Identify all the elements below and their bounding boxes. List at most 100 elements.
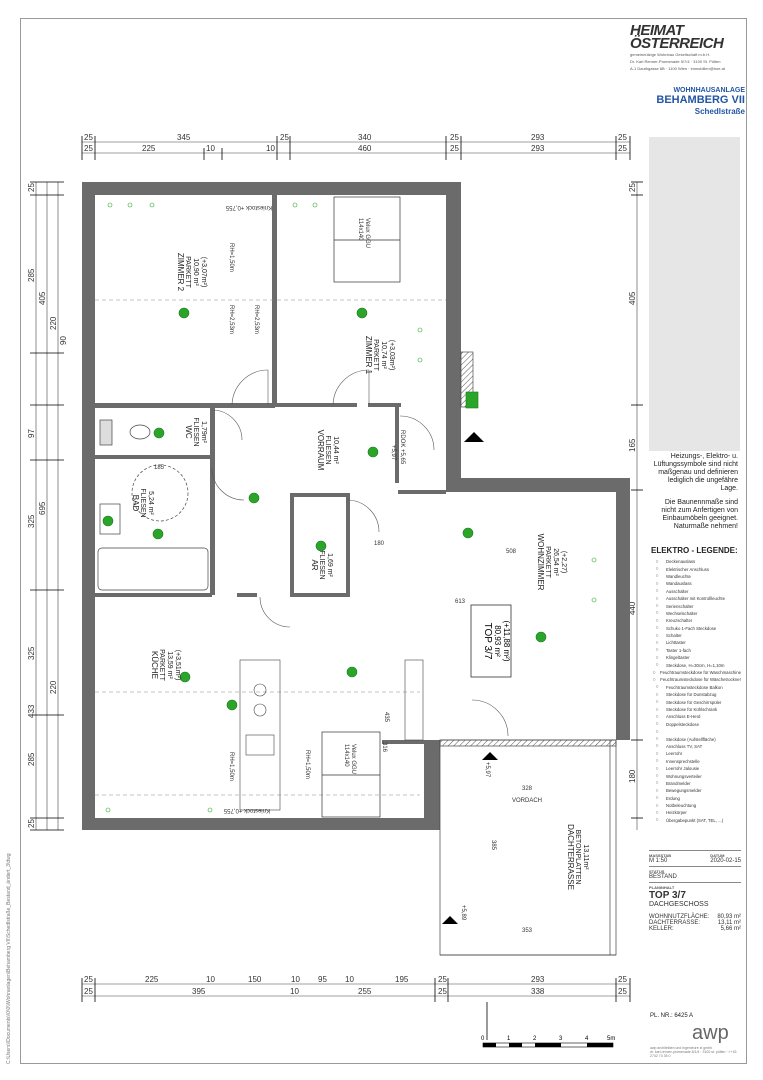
content-label: PLANINHALT — [649, 885, 675, 890]
rh-label-5: RH=1,50m — [304, 750, 310, 779]
velux-top-size: 114x140 — [357, 218, 363, 241]
rdok-label: RDOK +5,65 — [399, 430, 405, 465]
legend-symbol-icon: ○ — [655, 699, 659, 706]
legend-symbol-icon: ○ — [655, 758, 659, 765]
legend-label: Wandauslass — [666, 581, 692, 587]
date-value: 2020-02-15 — [710, 858, 741, 864]
dim-bot-2: 225 — [145, 975, 159, 984]
vorraum-floor: FLIESEN — [324, 435, 331, 464]
vorraum-name: VORRAUM — [316, 430, 325, 471]
right-dimensions — [631, 181, 643, 830]
note-dimensions: Die Baunennmaße sind nicht zum Anfertige… — [661, 499, 738, 530]
dim-top-3: 25 — [280, 133, 289, 142]
dim-left-2: 285 — [27, 268, 36, 282]
legend-item: ○Anschluss TV, SAT — [651, 743, 741, 750]
legend-symbol-icon: ○ — [655, 617, 659, 624]
zimmer2-extra: (+3,07m²) — [200, 257, 207, 288]
title-block: MASSSTAB M 1:50 DATUM 2020-02-15 STATUS … — [649, 850, 741, 934]
kueche-floor: PARKETT — [158, 649, 165, 681]
legend-title: ELEKTRO - LEGENDE: — [651, 546, 738, 555]
dim-bot-11: 25 — [618, 975, 627, 984]
legend-label: Ausschalter — [666, 588, 689, 594]
level-label-terrace: +5,97 — [484, 762, 490, 778]
scale-value: M 1:50 — [649, 858, 668, 864]
firm-address: dr. karl-renner-promenade 8/1/4 · 3100 s… — [650, 1050, 737, 1058]
brand-sub3: A-1 Dauthgasse 6B · 1100 Wien · immobili… — [630, 66, 725, 71]
terrace-floor: BETONPLATTEN — [574, 830, 581, 885]
top-dimensions — [81, 136, 631, 160]
legend-label: Schuko 1-Fach Steckdose — [666, 625, 717, 631]
kueche-extra: (+3,51m²) — [174, 650, 181, 681]
legend-label: Erdung — [666, 795, 680, 801]
left-dimensions — [30, 181, 64, 831]
legend-symbol-icon: ○ — [655, 610, 659, 617]
legend-label: Kreuzschalter — [666, 618, 693, 624]
dim-185: 185 — [154, 465, 165, 471]
legend-label: Bewegungsmelder — [666, 788, 702, 794]
zimmer2-area: 10,90 m² — [192, 258, 199, 286]
dim-bot-5: 10 — [291, 975, 300, 984]
legend-symbol-icon: ○ — [655, 817, 659, 824]
legend-label: Doppelsteckdose — [666, 721, 699, 727]
legend-symbol-icon: ○ — [655, 573, 659, 580]
vordach-label: VORDACH — [512, 798, 542, 804]
legend-symbol-icon: ○ — [655, 595, 659, 602]
brand-sub1: gemeinnützige Wohnbau Gesellschaft m.b.H… — [630, 52, 711, 57]
dim-bot-8: 195 — [395, 975, 409, 984]
ceiling-outlet-icon — [178, 307, 190, 319]
brand-line1: HEIMAT — [630, 22, 684, 39]
wohnzimmer-extra: (+2,27) — [560, 551, 567, 573]
dim-left-4: 220 — [49, 316, 58, 330]
scale-bar: 0 1 2 3 4 5m — [481, 1036, 615, 1048]
bad-floor: FLIESEN — [139, 488, 146, 517]
legend-item: ○ Übergabepunkt (SAT, TEL, ...) — [651, 817, 741, 824]
legend-item: ○Ausschalter — [651, 588, 741, 595]
legend-item: ○ Ausschalter mit Kontrollleuchte — [651, 595, 741, 602]
legend-symbol-icon: ○ — [655, 654, 659, 661]
legend-item: ○ — [651, 728, 741, 735]
cellar-value: 5,66 m² — [720, 926, 741, 932]
legend-item: ○Leerrohr — [651, 750, 741, 757]
legend-item: ○Lichttaster — [651, 639, 741, 646]
kueche-name: KÜCHE — [150, 651, 159, 679]
dim-top2-4: 10 — [266, 144, 275, 153]
zimmer1-floor: PARKETT — [372, 339, 379, 371]
terrace-name: DACHTERRASSE — [566, 824, 575, 890]
unit-name: TOP 3/7 — [482, 623, 493, 660]
brand-line2: ÖSTERREICH — [630, 35, 724, 52]
legend-label: Elektrischer Anschluss — [666, 566, 709, 572]
legend-label: Heizkörper — [666, 810, 687, 816]
ar-floor: FLIESEN — [318, 550, 325, 579]
legend-item: ○Feuchtraumsteckdose für Waschmaschine — [651, 669, 741, 676]
unit-extra: (+11,88 m²) — [502, 621, 511, 662]
status-value: BESTAND — [649, 874, 677, 880]
dim-left-7: 325 — [27, 514, 36, 528]
legend-label: Steckdose, H=30cm, H=1,10m — [666, 662, 725, 668]
ceiling-outlet-icon — [102, 515, 114, 527]
legend-item: ○Bewegungsmelder — [651, 787, 741, 794]
left-dimension-labels: 25 285 405 220 90 97 325 695 325 220 433… — [27, 183, 68, 828]
legend-item: ○Feuchtraumsteckdose für Wäschetrockner — [651, 676, 741, 683]
legend-item: ○Anschluss E-Herd — [651, 713, 741, 720]
legend-symbol-icon: ○ — [655, 639, 659, 646]
legend-symbol-icon: ○ — [655, 802, 659, 809]
ar-name: AR — [310, 559, 319, 570]
legend-label: Anschluss E-Herd — [666, 714, 701, 720]
legend-item: ○Elektrischer Anschluss — [651, 565, 741, 572]
firm-name: awp architekten und ingenieure zt gmbh — [650, 1046, 713, 1050]
wc-floor: FLIESEN — [192, 417, 199, 446]
velux-bottom-size: 114x140 — [343, 744, 349, 767]
unit-summary-box: TOP 3/7 80,93 m² (+11,88 m²) — [470, 604, 512, 678]
scale-1: 1 — [507, 1036, 511, 1042]
zimmer1-name: ZIMMER 1 — [364, 336, 373, 375]
legend-symbol-icon: ○ — [655, 706, 659, 713]
zimmer2-floor: PARKETT — [184, 256, 191, 288]
dim-left-5: 90 — [59, 336, 68, 345]
legend-item: ○Steckdose (Aufstellfläche) — [651, 735, 741, 742]
walls — [82, 182, 630, 830]
bottom-dimension-labels: 25 225 10 150 10 95 10 195 25 293 25 25 … — [84, 975, 627, 996]
distribution-box-icon — [465, 391, 479, 409]
velux-top: Velux GGU — [364, 218, 370, 248]
legend-label: Übergabepunkt (SAT, TEL, ...) — [666, 817, 724, 823]
legend-label: Ausschalter mit Kontrollleuchte — [666, 596, 725, 602]
